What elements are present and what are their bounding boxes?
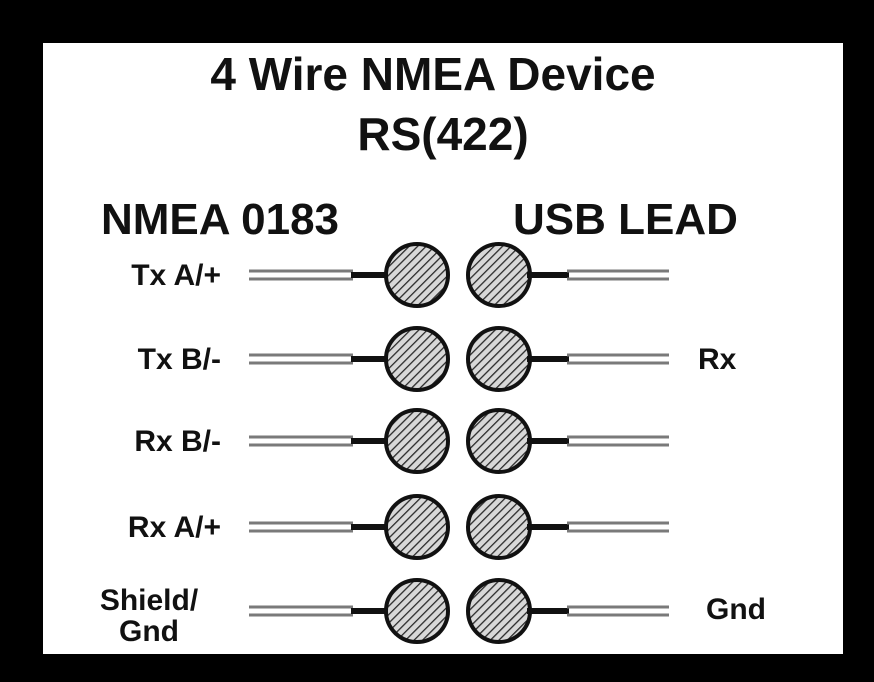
left-pin-label-shield-gnd: Shield/ Gnd (79, 585, 219, 647)
left-pin-label-rx-b: Rx B/- (134, 425, 221, 458)
left-pin-label-line: Gnd (119, 615, 179, 648)
right-pin-label-rx: Rx (698, 343, 737, 376)
wire-row (249, 578, 669, 644)
left-terminal-icon (384, 326, 450, 392)
wiring-graphic (249, 242, 669, 644)
left-terminal-icon (384, 578, 450, 644)
wire-row (249, 242, 669, 308)
right-pin-label-gnd: Gnd (706, 593, 766, 626)
diagram-subtitle: RS(422) (357, 108, 529, 160)
left-pin-label-tx-b: Tx B/- (137, 343, 221, 376)
wiring-diagram-panel: 4 Wire NMEA Device RS(422) NMEA 0183 USB… (43, 43, 843, 654)
right-terminal-icon (466, 326, 532, 392)
left-terminal-icon (384, 494, 450, 560)
left-terminal-icon (384, 408, 450, 474)
right-terminal-icon (466, 494, 532, 560)
left-pin-label-line: Shield/ (99, 584, 199, 617)
right-terminal-icon (466, 578, 532, 644)
nmea-0183-header: NMEA 0183 (101, 195, 340, 244)
right-terminal-icon (466, 408, 532, 474)
left-terminal-icon (384, 242, 450, 308)
usb-lead-header: USB LEAD (513, 195, 738, 244)
right-terminal-icon (466, 242, 532, 308)
wire-row (249, 494, 669, 560)
left-pin-label-rx-a: Rx A/+ (127, 511, 221, 544)
left-pin-label-tx-a: Tx A/+ (131, 259, 221, 292)
wire-row (249, 408, 669, 474)
wire-row (249, 326, 669, 392)
diagram-title: 4 Wire NMEA Device (210, 48, 656, 100)
